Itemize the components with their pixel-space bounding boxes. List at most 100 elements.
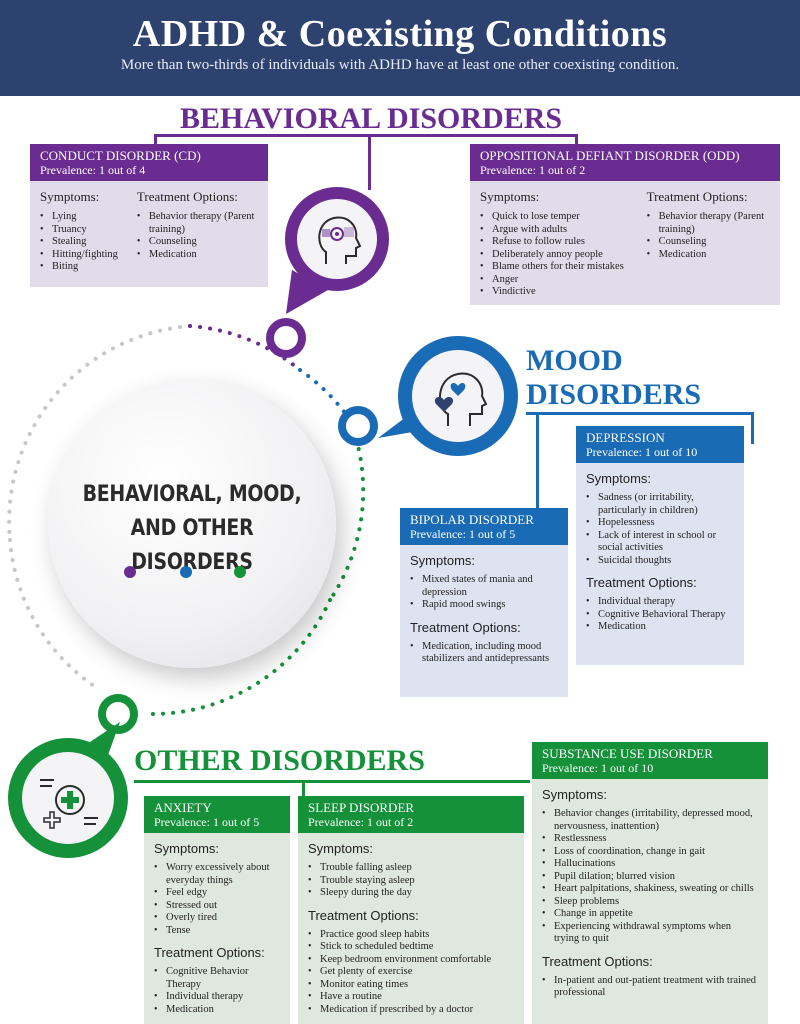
behavioral-connector-right <box>575 134 578 146</box>
purple-dot <box>124 566 136 578</box>
list-item: Overly tired <box>154 912 280 925</box>
list-item: Stick to scheduled bedtime <box>308 941 514 954</box>
sleep-disorder-card: SLEEP DISORDER Prevalence: 1 out of 2 Sy… <box>298 796 524 1024</box>
depression-card: DEPRESSION Prevalence: 1 out of 10 Sympt… <box>576 426 744 665</box>
list-item: Argue with adults <box>480 224 647 237</box>
symptoms-list: Worry excessively about everyday things … <box>154 862 280 937</box>
list-item: Anger <box>480 274 647 287</box>
treatment-list: Medication, including mood stabilizers a… <box>410 641 558 666</box>
treatment-label: Treatment Options: <box>154 945 265 960</box>
list-item: Monitor eating times <box>308 979 514 992</box>
list-item: Medication if prescribed by a doctor <box>308 1004 514 1017</box>
dotted-arc-decoration <box>7 324 366 717</box>
list-item: Cognitive Behavioral Therapy <box>586 609 734 622</box>
card-prevalence: Prevalence: 1 out of 10 <box>586 445 698 459</box>
list-item: Individual therapy <box>154 991 280 1004</box>
list-item: Feel edgy <box>154 887 280 900</box>
list-item: Restlessness <box>542 833 758 846</box>
symptoms-list: Behavior changes (irritability, depresse… <box>542 808 758 946</box>
center-title-line1: BEHAVIORAL, MOOD, <box>82 482 302 507</box>
card-title: OPPOSITIONAL DEFIANT DISORDER (ODD) <box>480 148 740 163</box>
list-item: Loss of coordination, change in gait <box>542 846 758 859</box>
list-item: Medication <box>647 249 770 262</box>
list-item: Get plenty of exercise <box>308 966 514 979</box>
symptoms-label: Symptoms: <box>40 189 100 204</box>
list-item: Sleep problems <box>542 896 758 909</box>
header-banner: ADHD & Coexisting Conditions More than t… <box>0 0 800 96</box>
list-item: Medication, including mood stabilizers a… <box>410 641 558 666</box>
conduct-disorder-card: CONDUCT DISORDER (CD) Prevalence: 1 out … <box>30 144 268 287</box>
list-item: Pupil dilation; blurred vision <box>542 871 758 884</box>
list-item: Behavior therapy (Parent training) <box>137 211 258 236</box>
card-title: CONDUCT DISORDER (CD) <box>40 148 201 163</box>
other-icon-bubble <box>8 722 128 858</box>
purple-connector-ring <box>266 318 306 358</box>
card-title: DEPRESSION <box>586 430 665 445</box>
card-title: BIPOLAR DISORDER <box>410 512 534 527</box>
symptoms-label: Symptoms: <box>586 471 652 486</box>
card-prevalence: Prevalence: 1 out of 2 <box>308 815 414 829</box>
mood-section-title-line2: DISORDERS <box>526 378 702 411</box>
blue-dot <box>180 566 192 578</box>
behavioral-connector-left <box>154 134 157 146</box>
list-item: Rapid mood swings <box>410 599 558 612</box>
list-item: Refuse to follow rules <box>480 236 647 249</box>
bipolar-card: BIPOLAR DISORDER Prevalence: 1 out of 5 … <box>400 508 568 697</box>
mood-connector-right <box>751 412 754 444</box>
card-prevalence: Prevalence: 1 out of 5 <box>410 527 516 541</box>
treatment-list: Behavior therapy (Parent training) Couns… <box>647 211 770 261</box>
list-item: Medication <box>586 621 734 634</box>
list-item: Blame others for their mistakes <box>480 261 647 274</box>
list-item: Trouble staying asleep <box>308 875 514 888</box>
list-item: Counseling <box>647 236 770 249</box>
mood-connector-top <box>526 412 754 415</box>
treatment-label: Treatment Options: <box>542 953 653 969</box>
medical-clipboard-icon <box>40 779 98 829</box>
anxiety-card: ANXIETY Prevalence: 1 out of 5 Symptoms:… <box>144 796 290 1024</box>
list-item: Trouble falling asleep <box>308 862 514 875</box>
symptoms-label: Symptoms: <box>410 553 476 568</box>
treatment-list: Behavior therapy (Parent training) Couns… <box>137 211 258 261</box>
symptoms-list: Lying Truancy Stealing Hitting/fighting … <box>40 211 137 274</box>
center-title-line2: AND OTHER DISORDERS <box>130 516 254 575</box>
list-item: Medication <box>137 249 258 262</box>
list-item: Hopelessness <box>586 517 734 530</box>
list-item: Individual therapy <box>586 596 734 609</box>
list-item: Medication <box>154 1004 280 1017</box>
list-item: Change in appetite <box>542 908 758 921</box>
treatment-list: Individual therapy Cognitive Behavioral … <box>586 596 734 634</box>
symptoms-label: Symptoms: <box>480 189 540 204</box>
treatment-label: Treatment Options: <box>586 575 697 590</box>
list-item: In-patient and out-patient treatment wit… <box>542 975 758 1000</box>
behavioral-section-title: BEHAVIORAL DISORDERS <box>180 102 563 135</box>
list-item: Counseling <box>137 236 258 249</box>
card-prevalence: Prevalence: 1 out of 5 <box>154 815 260 829</box>
treatment-label: Treatment Options: <box>410 619 521 635</box>
central-circle: BEHAVIORAL, MOOD, AND OTHER DISORDERS <box>48 380 336 668</box>
list-item: Tense <box>154 925 280 938</box>
list-item: Mixed states of mania and depression <box>410 574 558 599</box>
card-prevalence: Prevalence: 1 out of 10 <box>542 761 654 775</box>
treatment-list: Practice good sleep habits Stick to sche… <box>308 929 514 1017</box>
list-item: Behavior therapy (Parent training) <box>647 211 770 236</box>
list-item: Sadness (or irritability, particularly i… <box>586 492 734 517</box>
treatment-list: Cognitive Behavior Therapy Individual th… <box>154 966 280 1016</box>
mood-icon-bubble <box>378 336 518 456</box>
treatment-list: In-patient and out-patient treatment wit… <box>542 975 758 1000</box>
symptoms-list: Mixed states of mania and depression Rap… <box>410 574 558 612</box>
list-item: Lack of interest in school or social act… <box>586 530 734 555</box>
blue-connector-ring <box>338 406 378 446</box>
treatment-label: Treatment Options: <box>646 189 748 204</box>
list-item: Deliberately annoy people <box>480 249 647 262</box>
list-item: Suicidal thoughts <box>586 555 734 568</box>
card-title: ANXIETY <box>154 800 212 815</box>
symptoms-list: Quick to lose temper Argue with adults R… <box>480 211 647 299</box>
symptoms-label: Symptoms: <box>542 787 608 802</box>
symptoms-list: Trouble falling asleep Trouble staying a… <box>308 862 514 900</box>
other-section-title: OTHER DISORDERS <box>134 744 425 777</box>
substance-use-card: SUBSTANCE USE DISORDER Prevalence: 1 out… <box>532 742 768 1024</box>
list-item: Cognitive Behavior Therapy <box>154 966 280 991</box>
list-item: Hallucinations <box>542 858 758 871</box>
head-heart-icon <box>434 372 488 426</box>
card-prevalence: Prevalence: 1 out of 2 <box>480 163 586 177</box>
